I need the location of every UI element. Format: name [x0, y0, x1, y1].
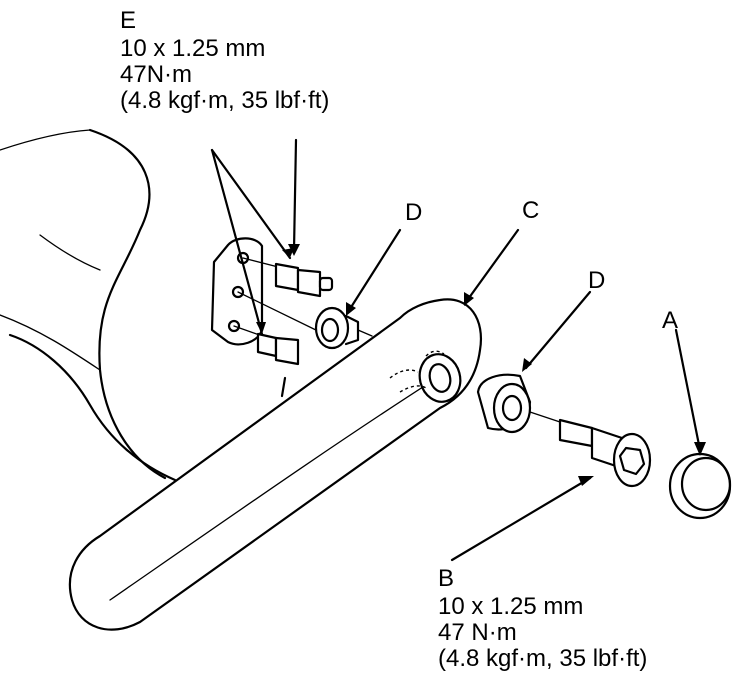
label-e: E: [120, 7, 137, 34]
cap-a: [668, 452, 732, 520]
spec-e-alt: (4.8 kgf·m, 35 lbf·ft): [120, 87, 330, 114]
label-c: C: [522, 197, 540, 224]
seat-outline: [0, 128, 177, 482]
mounting-bracket: [210, 237, 321, 398]
label-d-left: D: [405, 199, 423, 226]
spec-e-torque: 47N·m: [120, 61, 193, 88]
spec-b-torque: 47 N·m: [438, 619, 517, 646]
leader-lines: [210, 138, 706, 562]
bolt-b: [558, 418, 652, 488]
armrest-body: [68, 298, 483, 631]
label-d-right: D: [588, 267, 606, 294]
collar-d-left: [314, 306, 373, 350]
label-a: A: [662, 307, 679, 334]
bolt-e-lower: [256, 332, 300, 366]
spec-e: 10 x 1.25 mm 47N·m (4.8 kgf·m, 35 lbf·ft…: [120, 36, 329, 114]
label-b: B: [438, 565, 455, 592]
spec-b-alt: (4.8 kgf·m, 35 lbf·ft): [438, 645, 648, 672]
bolt-e-upper: [274, 262, 334, 298]
spec-b-size: 10 x 1.25 mm: [438, 593, 584, 620]
collar-d-right: [476, 373, 561, 434]
spec-b: 10 x 1.25 mm 47 N·m (4.8 kgf·m, 35 lbf·f…: [438, 594, 647, 672]
spec-e-size: 10 x 1.25 mm: [120, 35, 266, 62]
